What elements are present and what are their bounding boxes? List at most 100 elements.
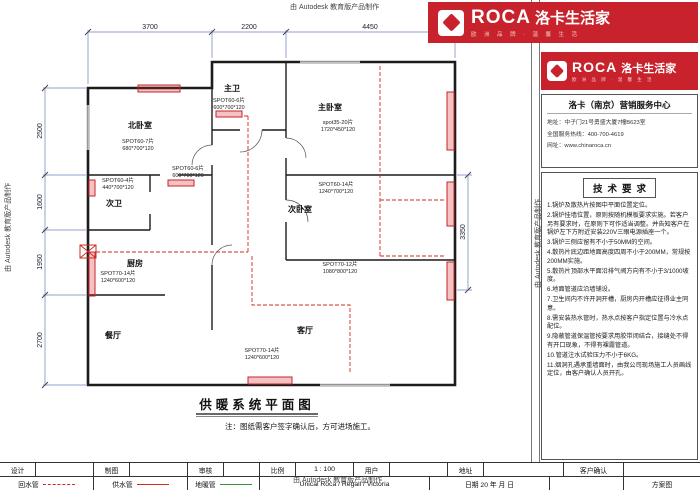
tech-item: 4.散热片底边距地面高度四周不小于200MM，常规按200MM实施。 bbox=[547, 248, 691, 265]
title-block-row-1: 设计 制图 审核 比例 1 : 100 用户 地址 客户确认 bbox=[0, 463, 700, 477]
room-label: 主卫 bbox=[224, 83, 240, 93]
tech-item: 7.卫生间内不许开洞开槽，厨房内开槽应征得业主同意。 bbox=[547, 295, 689, 312]
titleblock-address-value bbox=[484, 463, 564, 476]
radiator-symbol bbox=[446, 181, 455, 227]
room-label: 客厅 bbox=[296, 325, 313, 335]
tech-item: 11.烟洞孔遇承重墙面时，由我公司现场施工人员画线定位，由客户确认人员开孔。 bbox=[547, 361, 692, 378]
roca-tagline: 欧 洲 品 牌 · 温 馨 生 活 bbox=[572, 77, 654, 82]
sheet-frame-line bbox=[539, 0, 540, 462]
radiator-symbol bbox=[88, 251, 96, 297]
boiler-brands-cell: Unical Roca / Regall / Victoria bbox=[260, 477, 430, 490]
tech-item: 3.锅炉三侧应留有不小于50MM的空间。 bbox=[547, 239, 656, 247]
heating-pipes bbox=[96, 66, 444, 374]
contact-website: 网址：www.chinaroca.cn bbox=[547, 143, 612, 149]
radiator-model-label: spot35-20片 bbox=[323, 118, 354, 126]
contact-title: 洛卡（南京）营销服务中心 bbox=[547, 99, 692, 114]
radiator-model-label: SPOT60-4片 bbox=[102, 176, 134, 184]
titleblock-confirm-value bbox=[624, 463, 700, 476]
legend-return-label: 回水管 bbox=[18, 482, 39, 489]
roca-wordmark: ROCA bbox=[471, 7, 531, 28]
titleblock-scale-label: 比例 bbox=[260, 463, 296, 476]
date-cell: 日期 20 年 月 日 bbox=[430, 477, 550, 490]
sheet-frame-line bbox=[531, 0, 532, 462]
radiator-size-label: 1720*450*120 bbox=[321, 127, 355, 133]
radiator-symbol bbox=[247, 376, 293, 385]
roca-cn-name: 洛卡生活家 bbox=[534, 10, 610, 27]
titleblock-design-value bbox=[36, 463, 94, 476]
tech-item: 1.锅炉及散热片按图中平面位置定位。 bbox=[547, 202, 652, 209]
titleblock-user-label: 用户 bbox=[354, 463, 390, 476]
titleblock-scale-value: 1 : 100 bbox=[296, 463, 354, 476]
dim-left-4: 2700 bbox=[37, 332, 44, 348]
walls bbox=[86, 60, 457, 387]
tech-requirements: 技术要求 1.锅炉及散热片按图中平面位置定位。 2.锅炉挂墙位置，原则按随机模板… bbox=[541, 172, 698, 460]
roca-logo-icon bbox=[547, 61, 567, 81]
radiator-symbol bbox=[88, 179, 96, 197]
titleblock-draft-label: 制图 bbox=[94, 463, 130, 476]
floor-pipe-line-icon bbox=[219, 483, 252, 485]
empty-cell bbox=[550, 477, 624, 490]
title-block-row-2: 回水管 供水管 地暖管 Unical Roca / Regall / Victo… bbox=[0, 477, 700, 490]
titleblock-review-value bbox=[224, 463, 260, 476]
roca-logo-icon bbox=[438, 9, 464, 36]
radiator-model-label: SPOT70-14片 bbox=[100, 269, 136, 277]
supply-pipe-line-icon bbox=[136, 483, 169, 485]
radiator-size-label: 600*700*120 bbox=[172, 173, 203, 179]
dim-top-3: 4450 bbox=[362, 24, 378, 31]
tech-title: 技术要求 bbox=[583, 178, 656, 198]
dim-right-1: 3350 bbox=[460, 224, 467, 240]
radiator-symbol bbox=[446, 261, 455, 301]
room-label: 北卧室 bbox=[128, 120, 152, 130]
room-label: 次卫 bbox=[106, 198, 122, 208]
plan-note: 注：图纸需客户签字确认后，方可进场施工。 bbox=[225, 421, 375, 431]
tech-item: 2.锅炉挂墙位置，原则按随机模板要求实施。若客户另有要求时，在原则下可作适当调整… bbox=[547, 211, 690, 237]
tech-item: 6.地面管道应沿墙铺设。 bbox=[547, 286, 615, 294]
return-pipe-line-icon bbox=[42, 483, 75, 485]
dim-left-1: 2500 bbox=[37, 123, 44, 139]
radiator-symbol bbox=[167, 179, 195, 187]
titleblock-address-label: 地址 bbox=[448, 463, 484, 476]
boiler-symbol bbox=[79, 244, 97, 259]
dim-left-3: 1950 bbox=[37, 254, 44, 270]
door-arcs bbox=[191, 129, 309, 266]
tech-item: 5.散热片顶部水平面沿排气阀方向有不小于3/1000坡度。 bbox=[547, 267, 689, 284]
titleblock-confirm-label: 客户确认 bbox=[564, 463, 624, 476]
radiator-symbol bbox=[446, 91, 455, 151]
titleblock-draft-value bbox=[130, 463, 188, 476]
contact-hotline: 全国服务热线：400-700-4619 bbox=[547, 131, 624, 138]
radiator-model-label: SPOT60-7片 bbox=[122, 137, 154, 145]
titleblock-review-label: 审核 bbox=[188, 463, 224, 476]
dim-top-2: 2200 bbox=[241, 24, 257, 31]
legend-supply-label: 供水管 bbox=[112, 482, 133, 489]
radiator-size-label: 1240*600*120 bbox=[245, 355, 279, 361]
contact-address: 地址：中子门21号勇盛大厦7幢B623室 bbox=[547, 120, 646, 126]
legend-return-pipe: 回水管 bbox=[0, 477, 94, 490]
radiator-size-label: 440*700*120 bbox=[102, 185, 133, 191]
roca-banner-small: ROCA 洛卡生活家 欧 洲 品 牌 · 温 馨 生 活 bbox=[541, 52, 698, 90]
tech-item: 8.需安装热水管时，热水点按客户指定位置与冷水点配位。 bbox=[547, 314, 689, 331]
titleblock-user-value bbox=[390, 463, 448, 476]
dim-left-2: 1600 bbox=[37, 194, 44, 210]
roca-tagline: 欧 洲 品 牌 · 温 馨 生 活 bbox=[471, 32, 581, 38]
title-block: 设计 制图 审核 比例 1 : 100 用户 地址 客户确认 回水管 供水管 bbox=[0, 462, 700, 490]
radiator-model-label: SPOT60-6片 bbox=[172, 164, 204, 172]
roca-wordmark: ROCA bbox=[572, 59, 618, 75]
radiator-model-label: SPOT70-12片 bbox=[322, 260, 358, 268]
radiator-model-label: SPOT60-6片 bbox=[213, 96, 245, 104]
tech-item: 10.管道注水试验压力不小于6KG。 bbox=[547, 351, 643, 359]
radiator-size-label: 680*700*120 bbox=[122, 146, 153, 152]
dim-top-1: 3700 bbox=[142, 24, 158, 31]
room-label: 餐厅 bbox=[104, 330, 121, 340]
tech-item: 9.隐蔽管道保温管按要求用胶带闭结合，接缝处不得有开口现象，不得有裸露管道。 bbox=[547, 333, 689, 349]
radiator-size-label: 1240*700*120 bbox=[319, 189, 353, 195]
radiator-model-label: SPOT70-14片 bbox=[244, 346, 280, 354]
autodesk-notice-top: 由 Autodesk 教育版产品制作 bbox=[290, 4, 380, 11]
room-label: 主卧室 bbox=[318, 102, 342, 112]
autodesk-notice-left: 由 Autodesk 教育版产品制作 bbox=[5, 182, 12, 272]
radiator-symbol bbox=[215, 110, 243, 118]
dimension-ticks bbox=[41, 28, 472, 389]
dimension-lines bbox=[43, 30, 472, 386]
legend-floor-pipe: 地暖管 bbox=[188, 477, 260, 490]
